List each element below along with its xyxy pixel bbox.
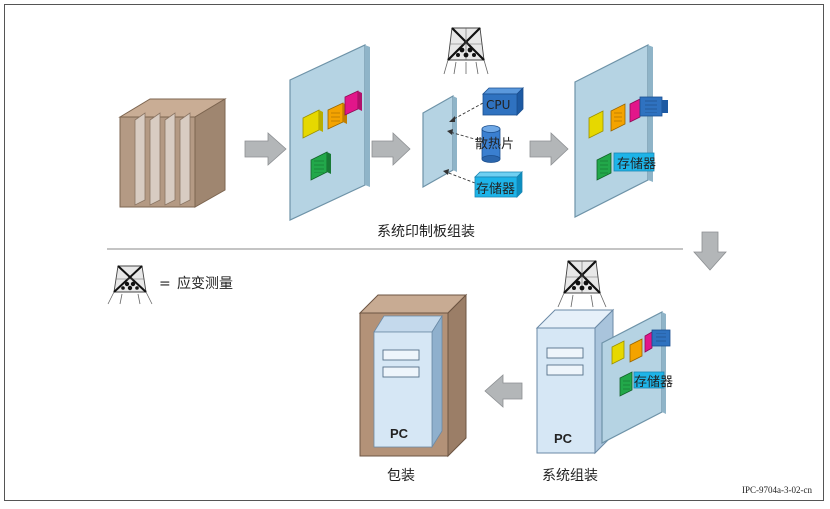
figure-frame <box>4 4 824 501</box>
storage-component: 存储器 <box>474 171 523 198</box>
pcb-assembly-caption: 系统印制板组装 <box>377 224 475 240</box>
system-board: 存储器 <box>601 311 673 444</box>
bare-board-stack <box>118 98 227 208</box>
strain-gauge-icon <box>107 265 153 305</box>
cpu-component: CPU <box>482 87 524 116</box>
strain-gauge-icon <box>443 27 489 75</box>
packaging-caption: 包装 <box>387 468 415 484</box>
process-arrow-icon <box>693 231 727 271</box>
process-arrow-icon <box>484 374 523 408</box>
chip-yellow <box>302 109 323 139</box>
chip-magenta <box>344 90 362 116</box>
chip-green <box>310 151 331 181</box>
pc-label-package: PC <box>390 426 409 441</box>
pcb-with-components <box>289 44 370 221</box>
strain-gauge-icon <box>557 260 607 308</box>
assembled-pcb: 存储器 <box>574 44 668 218</box>
storage-board-label: 存储器 <box>617 157 656 172</box>
process-arrow-icon <box>371 132 411 166</box>
cpu-label: CPU <box>486 98 510 112</box>
pc-label-system: PC <box>554 431 573 446</box>
legend-equals: = <box>159 276 171 292</box>
storage-system-label: 存储器 <box>634 375 673 390</box>
system-assembly-caption: 系统组装 <box>542 468 598 484</box>
figure-id: IPC-9704a-3-02-cn <box>742 485 812 495</box>
process-arrow-icon <box>244 132 287 166</box>
heatsink-label: 散热片 <box>475 137 514 152</box>
packaged-pc: PC <box>358 293 468 458</box>
legend-strain-measurement: 应变测量 <box>177 275 233 292</box>
pcb-mounting-stage <box>422 94 484 189</box>
process-arrow-icon <box>529 132 569 166</box>
storage-label: 存储器 <box>476 182 515 197</box>
heatsink-component: 散热片 <box>475 125 514 163</box>
